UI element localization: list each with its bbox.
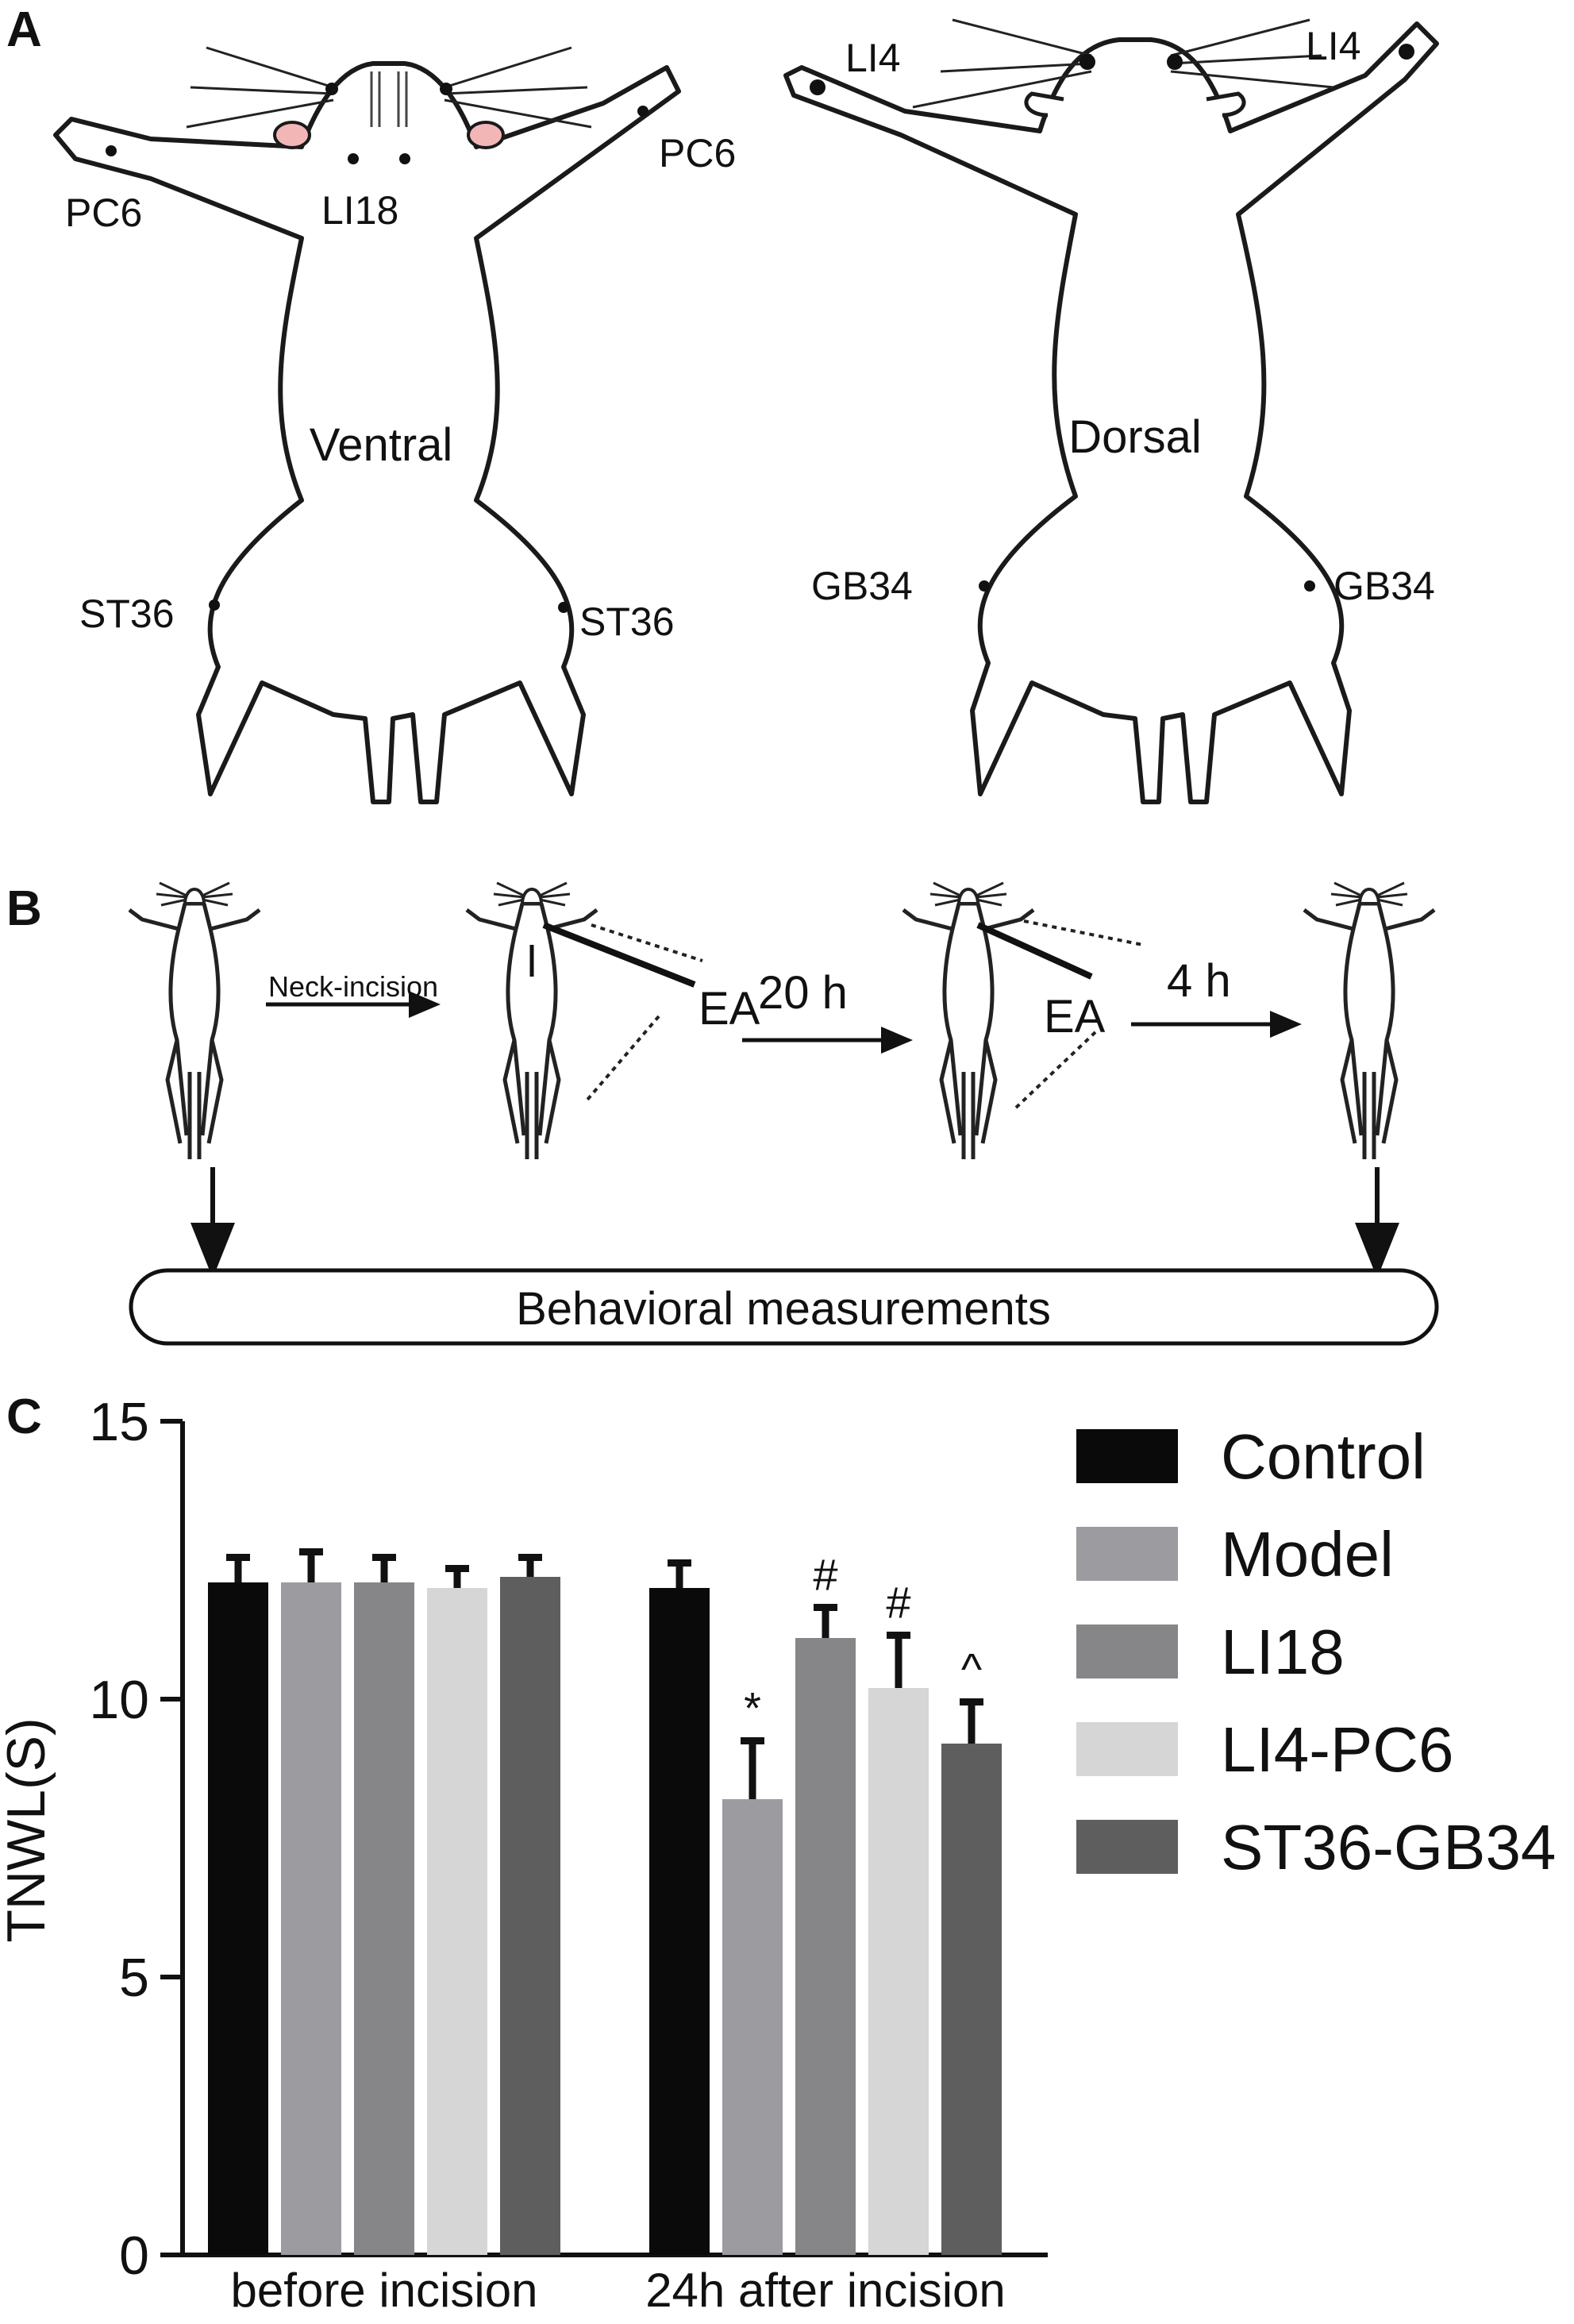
dorsal-label: Dorsal bbox=[1068, 411, 1202, 463]
rat-stage-1 bbox=[129, 883, 260, 1159]
bar-chart: 0 5 10 15 before incision * # # ^ 24h after incis… bbox=[89, 1392, 1048, 2317]
interval-20h-label: 20 h bbox=[758, 967, 848, 1019]
behavioral-measurements-label: Behavioral measurements bbox=[516, 1283, 1051, 1335]
y-tick-label: 5 bbox=[119, 1948, 149, 2008]
panel-label-a: A bbox=[6, 2, 42, 57]
ea-label-2: EA bbox=[1044, 991, 1106, 1043]
bar-li18 bbox=[354, 1582, 414, 2255]
x-category-label: before incision bbox=[231, 2264, 538, 2317]
acupoint-st36-left: ST36 bbox=[79, 592, 175, 636]
legend-swatch bbox=[1076, 1820, 1178, 1874]
bar-st36-gb34 bbox=[941, 1744, 1002, 2255]
legend-label: ST36-GB34 bbox=[1221, 1812, 1556, 1883]
arrow-20h bbox=[742, 1027, 913, 1054]
behavioral-measurements-box bbox=[129, 1268, 1439, 1346]
acupoint-li4-left: LI4 bbox=[845, 36, 901, 80]
arrow-neck-incision bbox=[266, 991, 441, 1018]
ea-label-1: EA bbox=[698, 983, 760, 1035]
panel-label-b: B bbox=[6, 881, 42, 936]
x-category-label: 24h after incision bbox=[645, 2264, 1006, 2317]
arrow-4h bbox=[1131, 1011, 1302, 1038]
significance-marker: ^ bbox=[961, 1644, 982, 1694]
y-tick-label: 0 bbox=[119, 2226, 149, 2286]
significance-marker: # bbox=[813, 1550, 837, 1600]
legend-swatch bbox=[1076, 1527, 1178, 1581]
acupoint-gb34-left: GB34 bbox=[811, 564, 913, 608]
bar-li4-pc6 bbox=[868, 1688, 929, 2255]
rat-stage-2 bbox=[467, 883, 597, 1159]
bar-model bbox=[281, 1582, 341, 2255]
legend-swatch bbox=[1076, 1722, 1178, 1776]
ea-wires-2 bbox=[976, 919, 1144, 1109]
panel-label-c: C bbox=[6, 1389, 42, 1444]
legend-label: Control bbox=[1221, 1421, 1426, 1492]
ventral-label: Ventral bbox=[310, 419, 453, 471]
bar-li4-pc6 bbox=[427, 1588, 487, 2255]
acupoint-st36-right: ST36 bbox=[579, 599, 675, 644]
interval-4h-label: 4 h bbox=[1167, 955, 1231, 1007]
dorsal-rat-illustration bbox=[783, 18, 1439, 804]
arrow-measure-left bbox=[190, 1167, 235, 1278]
bar-li18 bbox=[795, 1638, 856, 2255]
ventral-rat-illustration bbox=[53, 46, 681, 804]
significance-marker: # bbox=[886, 1578, 910, 1628]
ea-wires-1 bbox=[529, 922, 703, 1101]
bar-model bbox=[722, 1799, 783, 2255]
legend-swatch bbox=[1076, 1429, 1178, 1483]
y-tick-label: 10 bbox=[89, 1670, 149, 1730]
bar-control bbox=[208, 1582, 268, 2255]
legend-swatch bbox=[1076, 1624, 1178, 1678]
legend-label: Model bbox=[1221, 1519, 1394, 1590]
arrow-measure-right bbox=[1355, 1167, 1399, 1278]
acupoint-li4-right: LI4 bbox=[1306, 24, 1361, 68]
acupoint-gb34-right: GB34 bbox=[1333, 564, 1435, 608]
acupoint-pc6-right: PC6 bbox=[659, 131, 736, 175]
y-tick-label: 15 bbox=[89, 1392, 149, 1452]
neck-incision-label: Neck-incision bbox=[268, 970, 438, 1003]
acupoint-pc6-left: PC6 bbox=[65, 191, 142, 235]
legend-label: LI4-PC6 bbox=[1221, 1714, 1453, 1785]
y-axis-title: TNWL(S) bbox=[0, 1717, 56, 1942]
significance-marker: * bbox=[744, 1683, 761, 1733]
acupoint-li18: LI18 bbox=[321, 188, 398, 233]
legend-label: LI18 bbox=[1221, 1617, 1345, 1687]
rat-stage-3 bbox=[903, 883, 1033, 1159]
rat-stage-4 bbox=[1304, 883, 1434, 1159]
bar-st36-gb34 bbox=[500, 1577, 560, 2255]
bar-control bbox=[649, 1588, 710, 2255]
